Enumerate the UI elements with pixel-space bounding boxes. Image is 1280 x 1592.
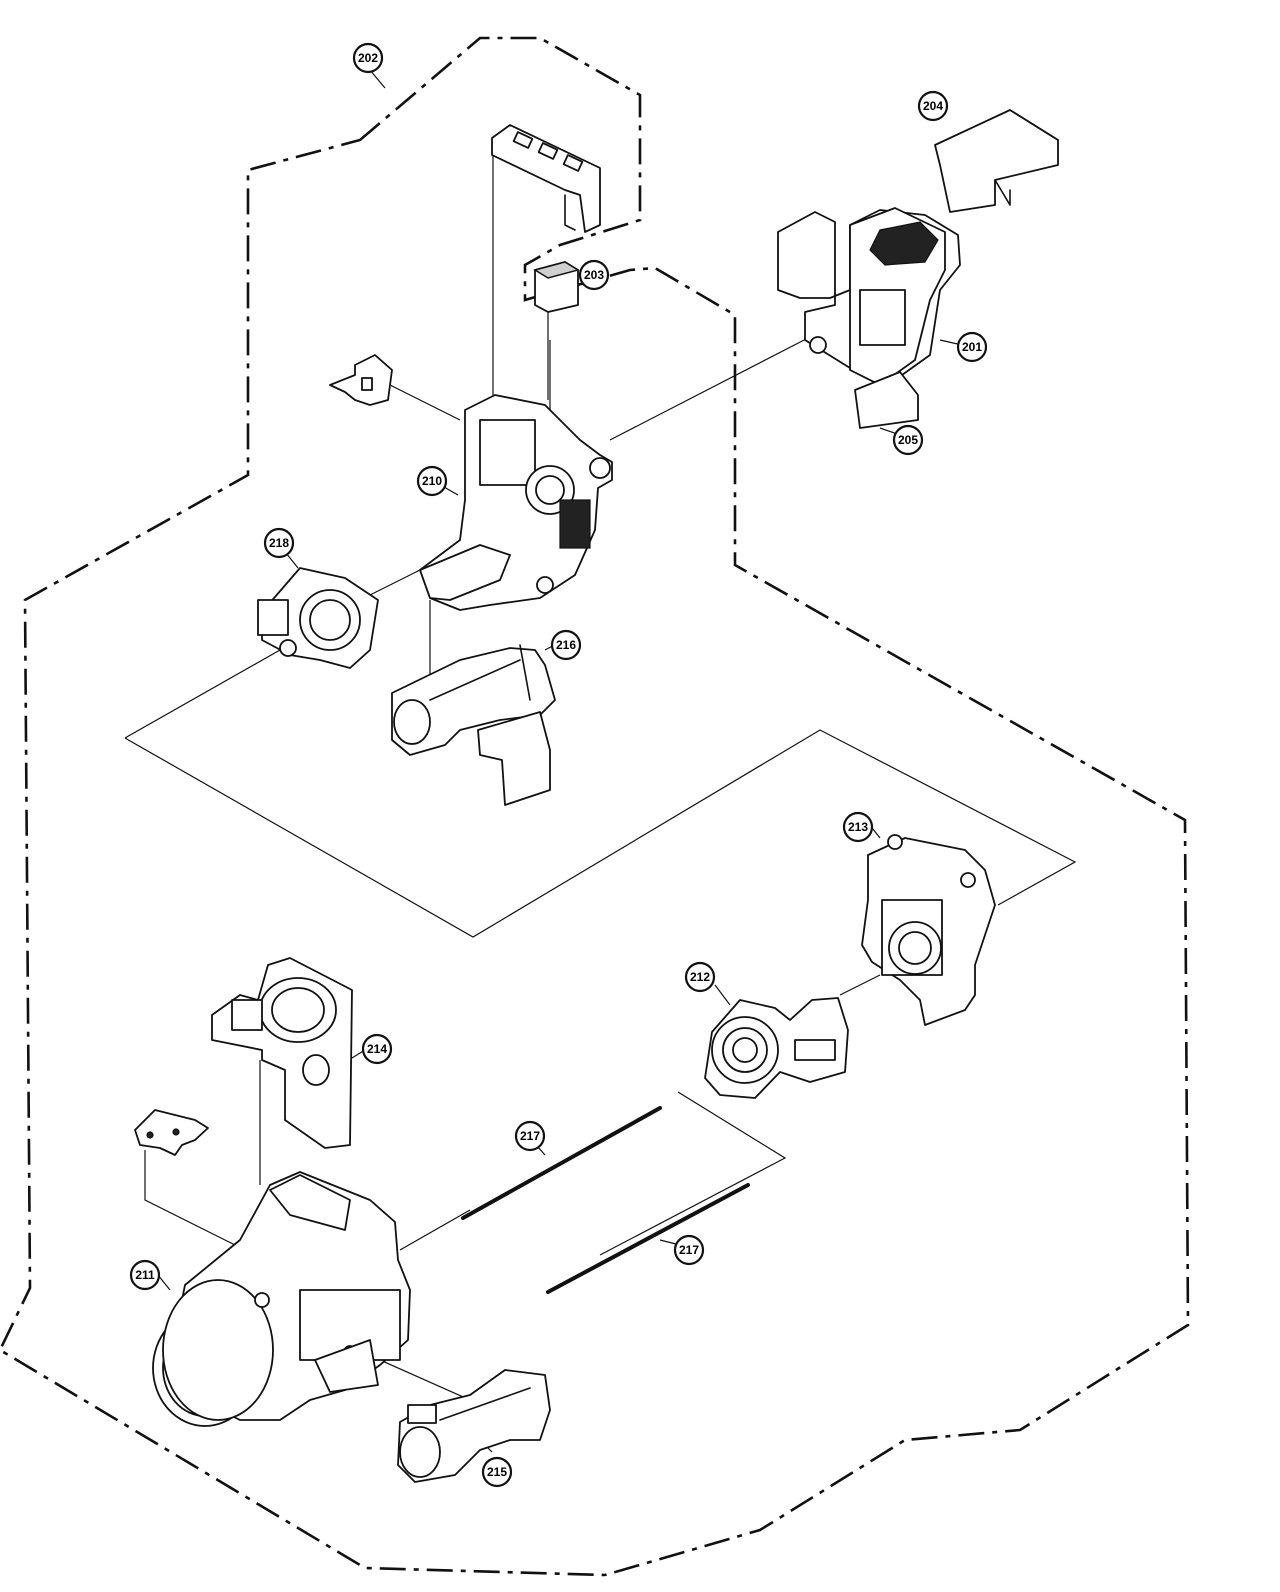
callout-218-label: 218 xyxy=(269,536,289,550)
callout-217-upper-label: 217 xyxy=(520,1129,540,1143)
callout-215-label: 215 xyxy=(487,1465,507,1479)
callout-212: 212 xyxy=(684,961,716,993)
part-214-shutter-bracket xyxy=(211,957,353,1149)
part-204-cover xyxy=(934,109,1059,213)
part-218-small-plate xyxy=(134,1109,209,1156)
callout-203: 203 xyxy=(578,259,610,291)
callout-213: 213 xyxy=(842,811,874,843)
callout-204-label: 204 xyxy=(923,99,943,113)
part-201-sensor-block xyxy=(777,207,961,429)
part-203-pad xyxy=(533,261,580,313)
callout-202-label: 202 xyxy=(358,51,378,65)
callout-204: 204 xyxy=(917,90,949,122)
callout-217-lower-label: 217 xyxy=(679,1243,699,1257)
part-217-guide-rods xyxy=(461,1106,750,1294)
callout-215: 215 xyxy=(481,1456,513,1488)
part-212-ring-assembly xyxy=(704,997,849,1099)
callout-202: 202 xyxy=(352,42,384,74)
callouts: 202 204 203 201 205 210 218 216 xyxy=(129,42,988,1488)
part-218-upper-bracket xyxy=(329,354,393,406)
callout-205: 205 xyxy=(892,424,924,456)
part-213-holder xyxy=(861,834,996,1026)
callout-216-label: 216 xyxy=(556,638,576,652)
part-216-motor xyxy=(391,644,556,806)
callout-210: 210 xyxy=(416,465,448,497)
callout-205-label: 205 xyxy=(898,433,918,447)
callout-212-label: 212 xyxy=(690,970,710,984)
assembly-boundaries xyxy=(0,36,1190,1577)
callout-213-label: 213 xyxy=(848,820,868,834)
boundary-upper-assembly xyxy=(0,36,1190,1577)
part-202-top-bracket xyxy=(491,124,601,233)
callout-214-label: 214 xyxy=(367,1042,387,1056)
callout-216: 216 xyxy=(550,629,582,661)
part-210-main-frame xyxy=(419,394,613,611)
part-218-ring-bracket xyxy=(257,567,379,669)
callout-203-label: 203 xyxy=(584,268,604,282)
callout-210-label: 210 xyxy=(422,474,442,488)
part-215-motor xyxy=(397,1369,551,1483)
callout-217-lower: 217 xyxy=(673,1234,705,1266)
callout-214: 214 xyxy=(361,1033,393,1065)
callout-211-label: 211 xyxy=(135,1268,155,1282)
callout-218: 218 xyxy=(263,527,295,559)
callout-201-label: 201 xyxy=(962,340,982,354)
part-211-lens-barrel xyxy=(152,1171,411,1427)
callout-201: 201 xyxy=(956,331,988,363)
callout-217-upper: 217 xyxy=(514,1120,546,1152)
callout-211: 211 xyxy=(129,1259,161,1291)
